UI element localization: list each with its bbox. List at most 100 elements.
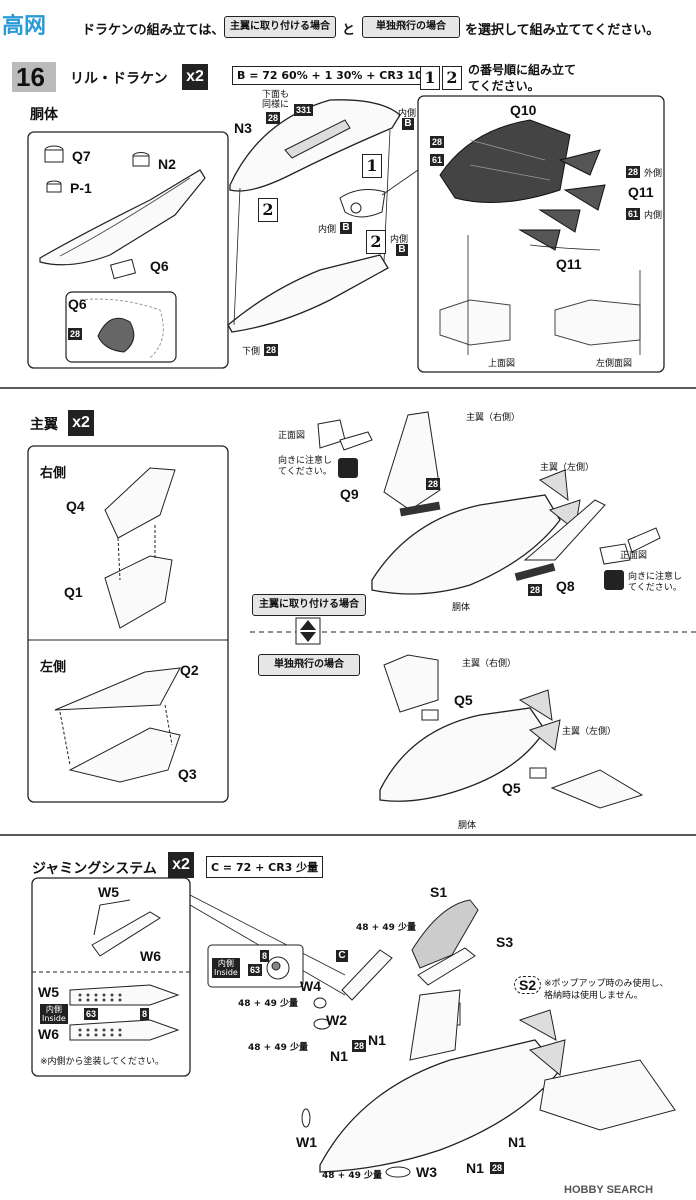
front-view-label: 正面図 — [278, 431, 306, 441]
mix-4849-d: 48 + 49 少量 — [322, 1171, 382, 1181]
label-n1-d: N1 — [466, 1160, 484, 1176]
label-q6-inset: Q6 — [68, 296, 87, 312]
order-note: の番号順に組み立ててください。 — [468, 63, 577, 93]
option-solo-badge: 単独飛行の場合 — [362, 16, 460, 38]
inside-badge-2: 内側 Inside — [212, 958, 240, 978]
left-side-view-label: 左側面図 — [596, 359, 633, 369]
note-popup: ※ポップアップ時のみ使用し、格納時は使用しません。 — [544, 979, 669, 1001]
order-num-1: 1 — [420, 66, 440, 90]
mix-4849-b: 48 + 49 少量 — [238, 999, 298, 1009]
label-n1-a: N1 — [330, 1048, 348, 1064]
label-w6-b: W6 — [38, 1026, 59, 1042]
paint-63-callout: 63 — [248, 964, 263, 976]
letter-b-2: B — [340, 222, 352, 234]
paint-8-callout: 8 — [260, 950, 270, 962]
label-q2: Q2 — [180, 662, 199, 678]
paint-61-inner: 61 — [626, 208, 641, 220]
paint-8: 8 — [140, 1008, 150, 1020]
order-num-2: 2 — [442, 66, 462, 90]
paint-28-q10: 28 — [430, 136, 445, 148]
inside-badge-en: Inside — [42, 1014, 66, 1023]
wing-right-label: 主翼（右側） — [466, 413, 521, 423]
jamming-qty: x2 — [168, 852, 194, 878]
step-num-2a: 2 — [258, 198, 278, 222]
left-side-label: 左側 — [40, 660, 67, 675]
step-num-2b: 2 — [366, 230, 386, 254]
front-view-label-2: 正面図 — [620, 551, 648, 561]
letter-b-3: B — [396, 244, 408, 256]
label-q7: Q7 — [72, 148, 91, 164]
inside-badge-2-en: Inside — [214, 968, 238, 977]
step-title: リル・ドラケン — [70, 71, 168, 87]
lower-label: 下側 — [242, 347, 261, 357]
caution-note-2: 向きに注意してください。 — [628, 572, 683, 593]
intro-prefix: ドラケンの組み立ては、 — [82, 23, 225, 38]
paint-28-lower: 28 — [264, 344, 279, 356]
paint-28-n1: 28 — [352, 1040, 367, 1052]
step-qty: x2 — [182, 64, 208, 90]
paint-28-q9: 28 — [426, 478, 441, 490]
label-n1-b: N1 — [368, 1032, 386, 1048]
intro-and: と — [342, 23, 356, 38]
paint-28-q8: 28 — [528, 584, 543, 596]
paint-331: 331 — [294, 104, 314, 116]
mount-option-badge: 主翼に取り付ける場合 — [252, 594, 366, 616]
inside-badge: 内側 Inside — [40, 1004, 68, 1024]
paint-formula-c: C = 72 + CR3 少量 — [206, 856, 324, 878]
mix-4849-c: 48 + 49 少量 — [248, 1043, 308, 1053]
label-w5-b: W5 — [38, 984, 59, 1000]
jamming-title: ジャミングシステム — [32, 861, 157, 877]
under-same-note: 下面も同様に — [262, 90, 290, 110]
label-w6: W6 — [140, 948, 161, 964]
wing-left-label: 主翼（左側） — [540, 463, 595, 473]
label-n2: N2 — [158, 156, 176, 172]
inner-side-label: 内側 — [644, 211, 663, 221]
wing-right-label-2: 主翼（右側） — [462, 659, 517, 669]
label-q11-b: Q11 — [556, 256, 582, 272]
mix-4849-a: 48 + 49 少量 — [356, 923, 416, 933]
step-num-1: 1 — [362, 154, 382, 178]
label-q1: Q1 — [64, 584, 83, 600]
option-mounted-badge: 主翼に取り付ける場合 — [224, 16, 336, 38]
inside-badge-jp: 内側 — [45, 1005, 62, 1014]
paint-61-q10: 61 — [430, 154, 445, 166]
label-q9: Q9 — [340, 486, 359, 502]
label-q5-b: Q5 — [502, 780, 521, 796]
watermark-right: HOBBY SEARCH — [564, 1184, 654, 1196]
label-w2: W2 — [326, 1012, 347, 1028]
label-q6: Q6 — [150, 258, 169, 274]
label-q11-a: Q11 — [628, 184, 654, 200]
wing-left-label-2: 主翼（左側） — [562, 727, 617, 737]
step-number: 16 — [16, 62, 45, 92]
label-q4: Q4 — [66, 498, 85, 514]
label-w1: W1 — [296, 1134, 317, 1150]
label-q3: Q3 — [178, 766, 197, 782]
fuselage-label: 胴体 — [452, 603, 471, 613]
paint-formula-b: B = 72 60% + 1 30% + CR3 10% — [232, 66, 439, 85]
inner-label-2: 内側 — [318, 225, 337, 235]
label-w4: W4 — [300, 978, 321, 994]
main-wing-qty: x2 — [68, 410, 94, 436]
label-n3: N3 — [234, 120, 252, 136]
fuselage-title: 胴体 — [30, 107, 58, 123]
inner-label-1: 内側 — [398, 109, 417, 119]
inside-badge-2-jp: 内側 — [217, 959, 234, 968]
right-side-label: 右側 — [40, 466, 67, 481]
solo-option-badge: 単独飛行の場合 — [258, 654, 360, 676]
caution-note: 向きに注意してください。 — [278, 456, 333, 477]
label-q8: Q8 — [556, 578, 575, 594]
letter-b-1: B — [402, 118, 414, 130]
top-view-label: 上面図 — [488, 359, 516, 369]
label-w5: W5 — [98, 884, 119, 900]
label-q5-a: Q5 — [454, 692, 473, 708]
label-s1: S1 — [430, 884, 448, 900]
label-p1: P-1 — [70, 180, 92, 196]
paint-28-n1d: 28 — [490, 1162, 505, 1174]
intro-suffix: を選択して組み立ててください。 — [465, 23, 660, 38]
label-q10: Q10 — [510, 102, 537, 118]
main-wing-title: 主翼 — [30, 417, 58, 433]
label-s2: S2 — [514, 976, 542, 994]
label-n1-c: N1 — [508, 1134, 526, 1150]
outer-label: 外側 — [644, 169, 663, 179]
